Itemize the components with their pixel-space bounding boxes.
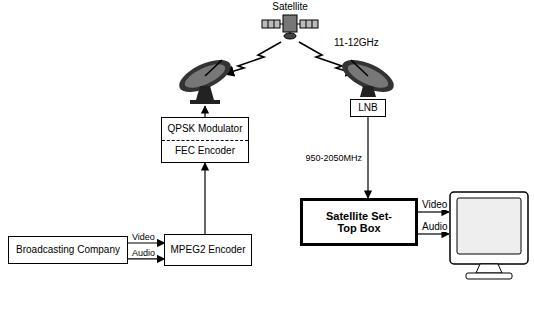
uplink-feed: [204, 106, 205, 117]
box-text: MPEG2 Encoder: [170, 244, 245, 256]
audio-output: [418, 233, 449, 234]
uplink-dish: [175, 53, 236, 104]
video-output: [418, 211, 449, 212]
box-text: Satellite Set-Top Box: [322, 210, 396, 234]
signal-arrow: [128, 242, 164, 243]
modulator-box: QPSK ModulatorFEC Encoder: [161, 117, 248, 163]
encoder-box: MPEG2 Encoder: [164, 234, 251, 266]
edge-label: Audio: [131, 248, 156, 258]
signal-arrow: [128, 258, 164, 259]
signal-label: Video: [421, 199, 448, 210]
monitor-icon: [450, 192, 528, 279]
signal-bolt: [224, 42, 281, 74]
signal-label: Audio: [421, 221, 449, 232]
satellite-icon: [262, 15, 318, 39]
box-text: FEC Encoder: [162, 140, 247, 163]
box-text: LNB: [358, 102, 377, 114]
signal-arrow: [367, 117, 368, 198]
edge-label: 950-2050MHz: [304, 153, 363, 163]
edge-label: Video: [131, 232, 156, 242]
signal-arrow: [204, 163, 205, 234]
box-text: Broadcasting Company: [16, 244, 120, 256]
set-top-box: Satellite Set-Top Box: [300, 198, 418, 246]
satellite-label: Satellite: [271, 1, 309, 12]
box-text: QPSK Modulator: [162, 118, 247, 140]
lnb-box: LNB: [350, 99, 386, 117]
downlink-dish: [338, 53, 399, 98]
frequency-label: 11-12GHz: [333, 37, 380, 48]
source-box: Broadcasting Company: [8, 236, 128, 264]
